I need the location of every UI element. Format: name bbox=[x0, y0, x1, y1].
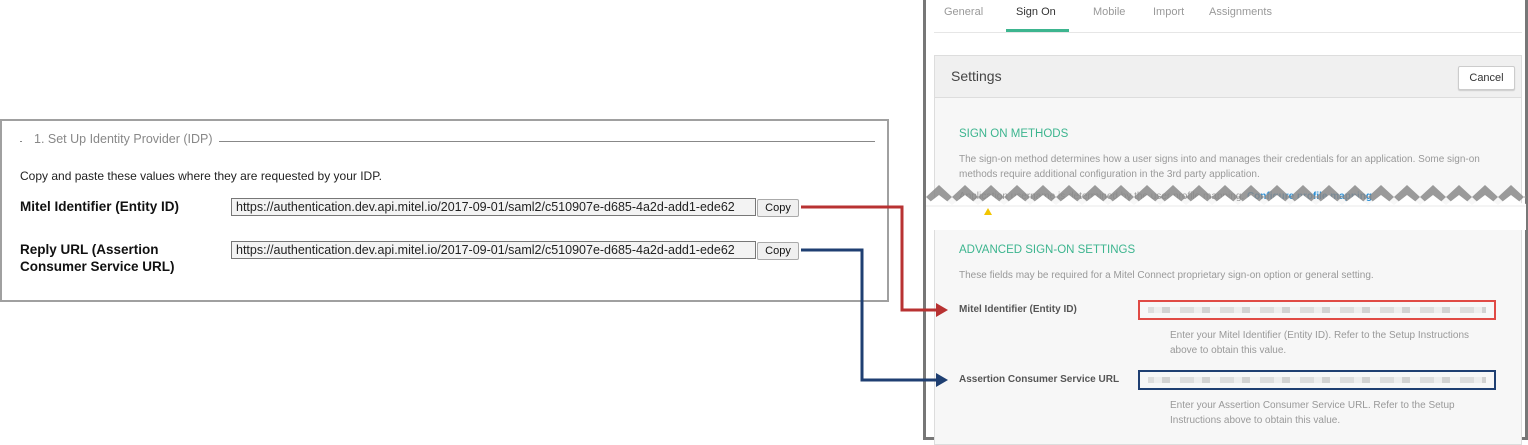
copy-entity-id-button[interactable]: Copy bbox=[757, 199, 799, 217]
tab-mobile[interactable]: Mobile bbox=[1093, 6, 1126, 18]
entity-id-help: Enter your Mitel Identifier (Entity ID).… bbox=[1170, 330, 1470, 356]
advanced-heading: ADVANCED SIGN-ON SETTINGS bbox=[959, 244, 1136, 256]
reply-url-field[interactable] bbox=[231, 241, 756, 259]
tab-general[interactable]: General bbox=[944, 6, 984, 18]
red-connector-line bbox=[801, 205, 938, 312]
reply-url-label: Reply URL (Assertion Consumer Service UR… bbox=[20, 242, 175, 274]
sign-on-methods-description: The sign-on method determines how a user… bbox=[959, 154, 1480, 180]
active-tab-indicator bbox=[1006, 29, 1069, 32]
settings-title: Settings bbox=[951, 68, 1002, 84]
entity-id-field[interactable] bbox=[231, 198, 756, 216]
tab-import[interactable]: Import bbox=[1153, 6, 1185, 18]
idp-setup-panel: 1. Set Up Identity Provider (IDP) Copy a… bbox=[0, 119, 889, 302]
tab-sign-on[interactable]: Sign On bbox=[1016, 6, 1056, 18]
blue-arrow-head bbox=[936, 373, 948, 387]
intro-text: Copy and paste these values where they a… bbox=[20, 169, 382, 183]
tab-assignments[interactable]: Assignments bbox=[1209, 6, 1272, 18]
cancel-button[interactable]: Cancel bbox=[1458, 66, 1515, 90]
sign-on-methods-heading: SIGN ON METHODS bbox=[959, 128, 1069, 140]
advanced-description: These fields may be required for a Mitel… bbox=[959, 270, 1374, 281]
copy-reply-url-button[interactable]: Copy bbox=[757, 242, 799, 260]
torn-edge-divider bbox=[926, 185, 1526, 230]
legend-title: 1. Set Up Identity Provider (IDP) bbox=[22, 132, 219, 146]
tabs-divider bbox=[934, 32, 1522, 33]
acs-url-field-label: Assertion Consumer Service URL bbox=[959, 374, 1120, 385]
entity-id-field-label: Mitel Identifier (Entity ID) bbox=[959, 304, 1077, 315]
entity-id-label: Mitel Identifier (Entity ID) bbox=[20, 199, 180, 214]
legend-divider bbox=[20, 141, 875, 142]
sign-on-settings-panel: General Sign On Mobile Import Assignment… bbox=[923, 0, 1528, 445]
red-arrow-head bbox=[936, 303, 948, 317]
settings-header: Settings Cancel bbox=[935, 56, 1521, 98]
acs-url-help: Enter your Assertion Consumer Service UR… bbox=[1170, 400, 1455, 426]
acs-url-input[interactable] bbox=[1138, 370, 1496, 390]
entity-id-input[interactable] bbox=[1138, 300, 1496, 320]
blue-connector-line bbox=[801, 248, 938, 382]
